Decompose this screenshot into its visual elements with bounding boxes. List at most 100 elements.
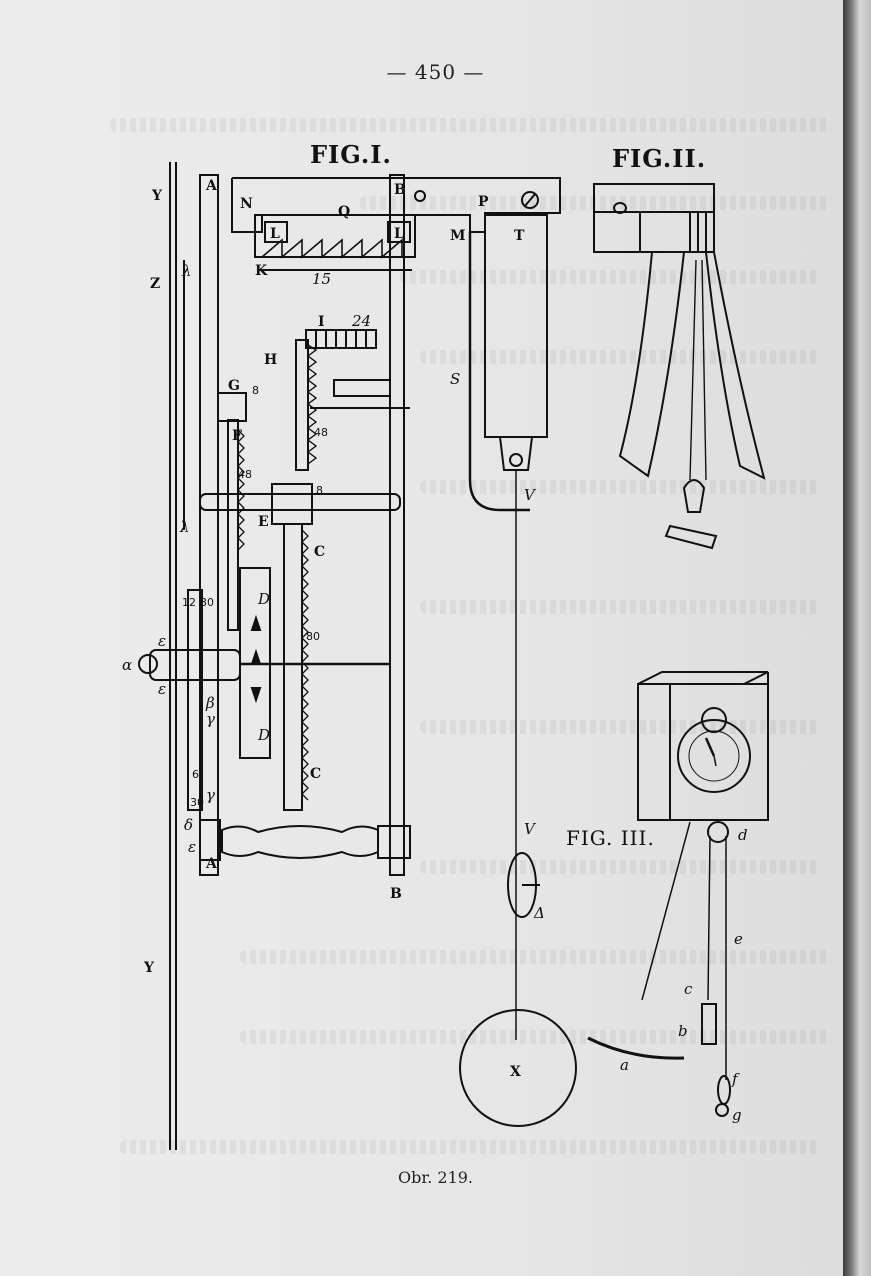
weight-hook bbox=[498, 436, 534, 471]
wheel-c bbox=[283, 523, 303, 811]
label-c: C bbox=[314, 544, 325, 560]
label-24: 24 bbox=[351, 312, 371, 330]
pallet-l bbox=[264, 221, 288, 243]
clock-case-side bbox=[637, 683, 671, 821]
clock-case-face bbox=[669, 683, 769, 821]
wheel-h-teeth bbox=[306, 344, 318, 465]
label-e3: e bbox=[734, 930, 743, 948]
label-epsilon2: ε bbox=[158, 680, 166, 698]
label-48: 48 bbox=[314, 426, 328, 439]
label-m: M bbox=[450, 228, 466, 244]
weight-g bbox=[715, 1103, 729, 1117]
fig1-labels: Y A N B P Q L L M T K 15 Z λ I 24 H S G … bbox=[122, 178, 545, 1080]
fig1-drawing bbox=[138, 162, 577, 1150]
label-v: V bbox=[524, 486, 537, 504]
figure-caption: Obr. 219. bbox=[397, 1168, 474, 1187]
wheel-beta bbox=[187, 589, 203, 811]
screw-slot bbox=[524, 193, 536, 207]
label-q: Q bbox=[338, 204, 350, 220]
pinion-g bbox=[217, 392, 247, 422]
bleed-through-line bbox=[110, 118, 830, 132]
label-15: 15 bbox=[312, 270, 331, 288]
label-f: F bbox=[232, 428, 242, 444]
label-c2: C bbox=[310, 766, 321, 782]
fig3-title: FIG. III. bbox=[566, 826, 655, 850]
label-s: S bbox=[450, 370, 460, 388]
suspension-cord bbox=[689, 259, 697, 481]
label-beta: β bbox=[205, 694, 215, 712]
label-p: P bbox=[478, 194, 489, 210]
label-epsilon3: ε bbox=[188, 838, 196, 856]
label-z: Z bbox=[150, 276, 160, 292]
baluster-base bbox=[199, 819, 221, 861]
frame-a bbox=[199, 174, 219, 876]
label-lambda2: λ bbox=[179, 518, 190, 536]
wheel-h bbox=[295, 339, 309, 471]
triangle-marker bbox=[250, 687, 262, 704]
label-b: B bbox=[394, 182, 406, 198]
weight-f bbox=[717, 1075, 731, 1105]
clock-bell bbox=[701, 707, 727, 733]
pallet-l bbox=[387, 221, 411, 243]
label-d2: D bbox=[257, 726, 270, 744]
label-a: A bbox=[205, 178, 218, 194]
label-d: D bbox=[257, 590, 270, 608]
label-y2: Y bbox=[143, 960, 155, 976]
baluster-cap bbox=[377, 825, 411, 859]
bleed-through-line bbox=[240, 950, 830, 964]
arm-e bbox=[333, 379, 391, 397]
book-spine bbox=[843, 0, 871, 1276]
weight-b bbox=[701, 1003, 717, 1045]
label-30: 30 bbox=[200, 596, 214, 609]
clock-hand-hour bbox=[704, 737, 716, 757]
spring-right bbox=[704, 251, 766, 480]
label-x: X bbox=[510, 1064, 521, 1080]
clock-dial bbox=[677, 719, 751, 793]
label-30b: 30 bbox=[190, 796, 204, 809]
label-y: Y bbox=[151, 188, 163, 204]
fig3-drawing bbox=[587, 671, 769, 1117]
label-lambda: λ bbox=[181, 262, 192, 280]
bleed-through-line bbox=[420, 600, 820, 614]
label-l2: L bbox=[394, 226, 404, 242]
label-delta: δ bbox=[184, 816, 193, 834]
fig3-labels: d e c b a f g bbox=[620, 826, 748, 1124]
wheel-f bbox=[227, 419, 239, 631]
label-8: 8 bbox=[252, 384, 259, 397]
bleed-through-line bbox=[120, 1140, 820, 1154]
label-delta-cap: Δ bbox=[533, 904, 545, 922]
bleed-through-line bbox=[420, 860, 820, 874]
escapement-teeth bbox=[261, 238, 403, 259]
label-alpha: α bbox=[122, 656, 132, 674]
weight-cord bbox=[707, 835, 711, 1001]
label-8b: 8 bbox=[316, 484, 323, 497]
label-e: E bbox=[258, 514, 269, 530]
suspension-bob bbox=[682, 479, 706, 513]
label-12: 12 bbox=[182, 596, 196, 609]
label-v2: V bbox=[524, 820, 537, 838]
spring-left bbox=[618, 251, 686, 478]
pendulum-disc-x bbox=[459, 1009, 577, 1127]
clock-case-top bbox=[637, 671, 769, 685]
bleed-through-line bbox=[240, 1030, 830, 1044]
screw-icon bbox=[521, 191, 539, 209]
suspension-clamp bbox=[664, 524, 718, 550]
wheel-f-teeth bbox=[237, 429, 245, 551]
label-n: N bbox=[240, 196, 253, 212]
arbor-end bbox=[138, 654, 158, 674]
pinion-e bbox=[271, 483, 313, 525]
label-48b: 48 bbox=[238, 468, 252, 481]
label-g: G bbox=[228, 378, 240, 394]
hook-eye bbox=[509, 453, 523, 467]
pivot-icon bbox=[414, 190, 426, 202]
fig2-title: FIG.II. bbox=[612, 144, 707, 173]
label-k: K bbox=[255, 263, 268, 279]
clock-hand-minute bbox=[713, 755, 717, 767]
label-6: 6 bbox=[192, 768, 199, 781]
fig1-title: FIG.I. bbox=[310, 140, 392, 169]
label-gamma: γ bbox=[206, 710, 215, 728]
bleed-through-line bbox=[400, 270, 820, 284]
pulley-d bbox=[707, 821, 729, 843]
pendulum-arc-a bbox=[587, 1036, 685, 1060]
